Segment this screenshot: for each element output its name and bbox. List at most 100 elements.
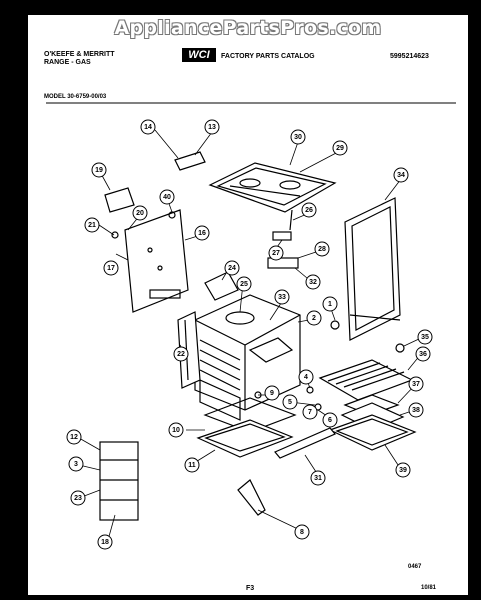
- callout-21: 21: [84, 217, 100, 233]
- callout-23: 23: [70, 490, 86, 506]
- page-id: F3: [246, 585, 255, 592]
- callout-32: 32: [305, 274, 321, 290]
- callout-8: 8: [294, 524, 310, 540]
- thermostat-bulb-8: [237, 479, 266, 516]
- oven-rack-36: [318, 359, 414, 401]
- callout-label: 29: [336, 145, 344, 152]
- main-body: [194, 294, 301, 421]
- callout-label: 17: [107, 265, 115, 272]
- callout-label: 33: [278, 294, 286, 301]
- small-parts-box: [99, 441, 139, 521]
- callout-label: 5: [288, 399, 292, 406]
- watermark: AppliancePartsPros.com: [114, 17, 382, 39]
- callout-label: 39: [399, 467, 407, 474]
- callout-9: 9: [264, 385, 280, 401]
- bracket-19: [104, 187, 135, 213]
- callout-label: 12: [70, 434, 78, 441]
- cooktop-panel: [208, 162, 337, 213]
- callout-22: 22: [173, 346, 189, 362]
- callout-label: 18: [101, 539, 109, 546]
- oven-door-22: [177, 311, 201, 389]
- callout-label: 25: [240, 281, 248, 288]
- callout-40: 40: [159, 189, 175, 205]
- callout-2: 2: [306, 310, 322, 326]
- broiler-drawer-panel: [196, 419, 294, 458]
- callout-38: 38: [408, 402, 424, 418]
- callout-label: 24: [228, 265, 236, 272]
- callout-29: 29: [332, 140, 348, 156]
- callout-label: 13: [208, 124, 216, 131]
- callout-4: 4: [298, 369, 314, 385]
- drawing-code: 0467: [408, 564, 422, 570]
- callout-label: 31: [314, 475, 322, 482]
- brand-line-2: RANGE - GAS: [44, 59, 91, 66]
- callout-label: 19: [95, 167, 103, 174]
- callout-16: 16: [194, 225, 210, 241]
- callout-label: 40: [163, 194, 171, 201]
- callout-label: 28: [318, 246, 326, 253]
- callout-label: 38: [412, 407, 420, 414]
- callout-label: 35: [421, 334, 429, 341]
- page-date: 10/81: [421, 585, 437, 591]
- callout-label: 36: [419, 351, 427, 358]
- callout-18: 18: [97, 534, 113, 550]
- side-panel-left: [124, 209, 189, 313]
- handle-14: [174, 151, 206, 171]
- callout-label: 8: [300, 529, 304, 536]
- callout-label: 26: [305, 207, 313, 214]
- callout-11: 11: [184, 457, 200, 473]
- callout-label: 6: [328, 417, 332, 424]
- callout-label: 1: [328, 301, 332, 308]
- callout-36: 36: [415, 346, 431, 362]
- callout-3: 3: [68, 456, 84, 472]
- callout-27: 27: [268, 245, 284, 261]
- callout-label: 20: [136, 210, 144, 217]
- callout-label: 37: [412, 381, 420, 388]
- callout-label: 21: [88, 222, 96, 229]
- drip-tray-39: [328, 414, 417, 451]
- callout-13: 13: [204, 119, 220, 135]
- trim-rail-31: [274, 427, 336, 459]
- callout-label: 23: [74, 495, 82, 502]
- callout-25: 25: [236, 276, 252, 292]
- callout-label: 22: [177, 351, 185, 358]
- callout-19: 19: [91, 162, 107, 178]
- callout-7: 7: [302, 404, 318, 420]
- callout-label: 10: [172, 427, 180, 434]
- back-panel-34: [344, 197, 401, 341]
- callout-24: 24: [224, 260, 240, 276]
- callout-layer: 1234567891011121314161718192021222324252…: [66, 119, 433, 550]
- callout-label: 27: [272, 250, 280, 257]
- callout-28: 28: [314, 241, 330, 257]
- callout-label: 30: [294, 134, 302, 141]
- callout-20: 20: [132, 205, 148, 221]
- callout-26: 26: [301, 202, 317, 218]
- callout-label: 9: [270, 390, 274, 397]
- callout-label: 4: [304, 374, 308, 381]
- callout-12: 12: [66, 429, 82, 445]
- burner-assembly: [204, 271, 294, 363]
- callout-label: 34: [397, 172, 405, 179]
- callout-17: 17: [103, 260, 119, 276]
- callout-34: 34: [393, 167, 409, 183]
- callout-37: 37: [408, 376, 424, 392]
- catalog-number: 5995214623: [390, 53, 429, 60]
- model-number: MODEL 30-6759-00/03: [44, 94, 107, 100]
- callout-31: 31: [310, 470, 326, 486]
- callout-label: 11: [188, 462, 196, 469]
- callout-label: 32: [309, 279, 317, 286]
- callout-label: 7: [308, 409, 312, 416]
- callout-33: 33: [274, 289, 290, 305]
- callout-6: 6: [322, 412, 338, 428]
- catalog-title: FACTORY PARTS CATALOG: [221, 53, 315, 60]
- callout-35: 35: [417, 329, 433, 345]
- callout-5: 5: [282, 394, 298, 410]
- callout-14: 14: [140, 119, 156, 135]
- callout-30: 30: [290, 129, 306, 145]
- callout-39: 39: [395, 462, 411, 478]
- callout-label: 3: [74, 461, 78, 468]
- wci-logo: WCI: [182, 48, 216, 62]
- callout-label: 14: [144, 124, 152, 131]
- brand-line-1: O'KEEFE & MERRITT: [44, 51, 115, 58]
